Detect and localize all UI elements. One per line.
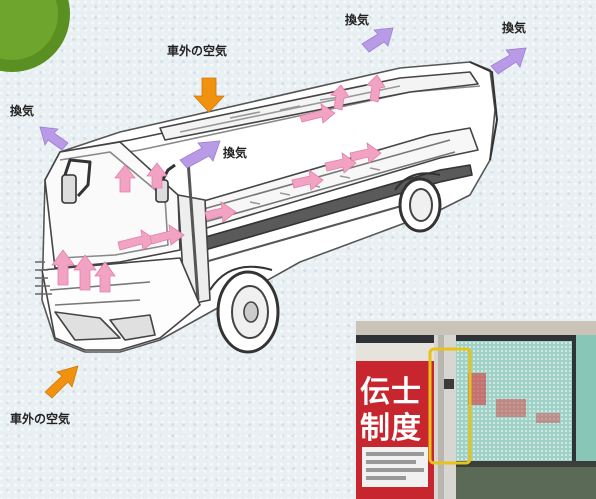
airflow-arrow-up: [94, 261, 116, 293]
exhaust-label: 換気: [10, 104, 35, 118]
airflow-arrow-roof: [299, 103, 336, 124]
airflow-arrow-diag: [291, 169, 324, 191]
exhaust-arrow: [39, 126, 69, 151]
intake-arrow-bottom: [44, 365, 79, 399]
airflow-arrow-up: [146, 162, 168, 189]
intake-label: 車外の空気: [10, 412, 71, 426]
airflow-arrow-roof: [366, 74, 386, 103]
photo-scene: [356, 321, 596, 499]
airflow-arrow-up: [114, 164, 136, 193]
sign-text-line2: 制度: [360, 411, 422, 446]
exhaust-label: 換気: [345, 13, 370, 27]
intake-label: 車外の空気: [167, 44, 228, 58]
interior-window-photo: 伝士 制度: [356, 321, 596, 499]
corner-badge: [0, 0, 70, 72]
intake-arrows: [44, 77, 225, 399]
bus-outline: [35, 61, 498, 354]
airflow-arrow-roof: [330, 84, 350, 111]
exhaust-label: 換気: [223, 146, 248, 160]
intake-arrow-top: [193, 77, 225, 113]
exhaust-arrow: [179, 140, 221, 169]
airflow-arrow-diag: [149, 224, 185, 246]
airflow-arrow-diag: [349, 142, 382, 164]
airflow-arrow-up: [51, 249, 75, 286]
airflow-arrow-up: [73, 254, 97, 291]
airflow-arrows: [51, 74, 386, 293]
airflow-arrow-diag: [204, 201, 237, 223]
airflow-arrow-diag: [117, 229, 157, 251]
exhaust-arrows: [39, 27, 527, 169]
sign-text-line1: 伝士: [360, 375, 422, 410]
exhaust-arrow: [490, 47, 527, 75]
exhaust-arrow: [361, 27, 394, 53]
airflow-arrow-diag: [324, 152, 357, 174]
exhaust-label: 換気: [502, 21, 527, 35]
window-latch-highlight: [428, 347, 472, 465]
